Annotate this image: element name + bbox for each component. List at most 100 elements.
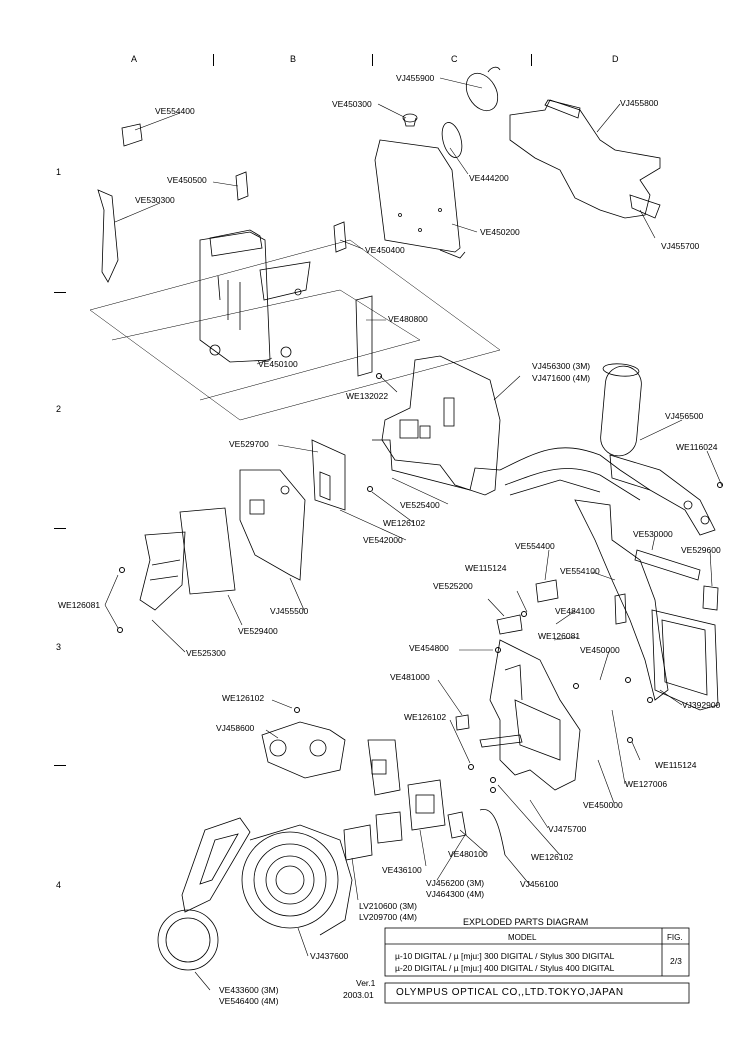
side-bracket [97, 189, 119, 283]
grid-divider [531, 54, 532, 66]
part-label-ve433600: VE433600 (3M) [219, 985, 279, 995]
part-label-ve525200: VE525200 [433, 581, 473, 591]
part-label-vj455800: VJ455800 [620, 98, 659, 108]
grid-divider [54, 765, 66, 766]
part-label-we126102-2: WE126102 [222, 693, 265, 703]
small-strip [614, 593, 627, 625]
flash-flex-board [509, 99, 661, 219]
figure-number: 2/3 [670, 956, 682, 966]
part-label-ve554400-2: VE554400 [515, 541, 555, 551]
main-frame-plate [372, 439, 501, 491]
rear-cover-frame [139, 507, 236, 611]
small-plate [479, 734, 523, 748]
model-line-2: µ-20 DIGITAL / µ [mju:] 400 DIGITAL / St… [395, 963, 615, 973]
part-label-ve450000-1: VE450000 [580, 645, 620, 655]
decorative-ring [157, 909, 219, 971]
part-label-ve450300: VE450300 [332, 99, 372, 109]
part-label-ve450100: VE450100 [258, 359, 298, 369]
part-label-ve529400: VE529400 [238, 626, 278, 636]
leader-lines [104, 77, 723, 991]
model-column-header: MODEL [508, 933, 537, 942]
grid-row-2: 2 [56, 404, 62, 414]
part-label-ve480100: VE480100 [448, 849, 488, 859]
part-label-ve525400: VE525400 [400, 500, 440, 510]
speaker-part [465, 66, 501, 112]
insulator-strip [355, 295, 373, 377]
grid-divider [54, 528, 66, 529]
part-label-ve530000: VE530000 [633, 529, 673, 539]
part-label-vj456200: VJ456200 (3M) [426, 878, 485, 888]
part-label-ve450200: VE450200 [480, 227, 520, 237]
grid-row-3: 3 [56, 642, 62, 652]
part-label-ve450400: VE450400 [365, 245, 405, 255]
part-label-we116024: WE116024 [676, 442, 718, 452]
grid-column-d: D [612, 54, 619, 64]
part-label-ve530300: VE530300 [135, 195, 175, 205]
battery-box-frame [199, 229, 311, 363]
model-line-1: µ-10 DIGITAL / µ [mju:] 300 DIGITAL / St… [395, 951, 615, 961]
part-label-vj455500: VJ455500 [270, 606, 309, 616]
screw-set [117, 373, 723, 793]
part-label-ve525300: VE525300 [186, 648, 226, 658]
part-label-we126102-1: WE126102 [383, 518, 426, 528]
main-chassis [489, 639, 581, 791]
company-name: OLYMPUS OPTICAL CO,,LTD.TOKYO,JAPAN [396, 987, 624, 998]
part-label-we132022: WE132022 [346, 391, 389, 401]
ring-part [441, 122, 463, 158]
part-label-ve480800: VE480800 [388, 314, 428, 324]
microphone-part [402, 113, 418, 127]
date-label: 2003.01 [343, 990, 374, 1000]
sub-circuit-board [239, 469, 306, 581]
low-pass-filter [343, 824, 373, 861]
small-block [455, 714, 470, 731]
part-label-vj464300: VJ464300 (4M) [426, 889, 485, 899]
part-label-we126081-2: WE126081 [538, 631, 581, 641]
capacitor-part [600, 363, 642, 457]
lcd-insulator [634, 549, 701, 581]
lcd-pad [702, 585, 719, 611]
part-label-ve529700: VE529700 [229, 439, 269, 449]
grid-column-a: A [131, 54, 138, 64]
part-label-vj455700: VJ455700 [661, 241, 700, 251]
grid-row-1: 1 [56, 167, 62, 177]
optical-filter [375, 811, 403, 844]
part-label-ve450500: VE450500 [167, 175, 207, 185]
version-label: Ver.1 [356, 978, 376, 988]
spring-contact [235, 171, 249, 201]
part-label-ve436100: VE436100 [382, 865, 422, 875]
small-sheet [535, 579, 559, 603]
lens-unit [241, 824, 353, 936]
part-label-vj458600: VJ458600 [216, 723, 255, 733]
part-label-vj456500: VJ456500 [665, 411, 704, 421]
lens-barrier-cover [181, 817, 251, 913]
part-label-ve454800: VE454800 [409, 643, 449, 653]
part-label-ve542000: VE542000 [363, 535, 403, 545]
flash-unit [609, 454, 716, 536]
part-label-vj475700: VJ475700 [548, 824, 587, 834]
grid-column-b: B [290, 54, 297, 64]
grid-row-4: 4 [56, 880, 62, 890]
part-label-ve554400: VE554400 [155, 106, 195, 116]
part-label-vj437600: VJ437600 [310, 951, 349, 961]
part-label-we126081-1: WE126081 [58, 600, 101, 610]
sensor-cable [479, 809, 506, 856]
assembly-plane [89, 239, 501, 421]
part-label-ve484100: VE484100 [555, 606, 595, 616]
part-label-ve546400: VE546400 (4M) [219, 996, 279, 1006]
ccd-flex-cable [499, 447, 651, 501]
ccd-board [367, 739, 401, 796]
part-label-vj456100: VJ456100 [520, 879, 559, 889]
part-label-ve554100: VE554100 [560, 566, 600, 576]
part-label-ve444200: VE444200 [469, 173, 509, 183]
ccd-sensor [407, 779, 446, 831]
top-cover-plate [374, 139, 466, 259]
grid-divider [54, 292, 66, 293]
part-label-ve450000-2: VE450000 [583, 800, 623, 810]
bracket-a [121, 123, 143, 147]
lcd-panel [651, 609, 719, 711]
part-label-lv210600: LV210600 (3M) [359, 901, 417, 911]
part-label-we115124-2: WE115124 [655, 760, 697, 770]
part-label-we126102-3: WE126102 [404, 712, 447, 722]
